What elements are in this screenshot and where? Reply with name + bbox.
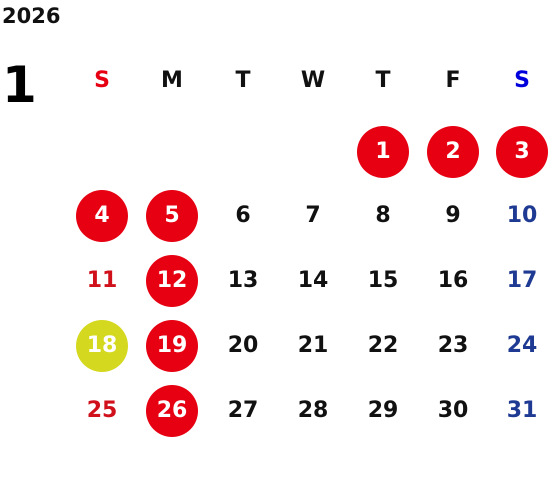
day-cell-10[interactable]: 10 — [506, 203, 538, 228]
day-cell-13[interactable]: 13 — [227, 268, 259, 293]
weekday-header-tuesday: T — [235, 68, 251, 93]
day-cell-1[interactable]: 1 — [357, 126, 409, 178]
weekday-header-saturday: S — [514, 68, 530, 93]
day-cell-7[interactable]: 7 — [305, 203, 321, 228]
weekday-header-thursday: T — [375, 68, 391, 93]
day-cell-19[interactable]: 19 — [146, 320, 198, 372]
weekday-header-friday: F — [445, 68, 461, 93]
day-cell-3[interactable]: 3 — [496, 126, 548, 178]
day-cell-2[interactable]: 2 — [427, 126, 479, 178]
day-cell-12[interactable]: 12 — [146, 255, 198, 307]
day-cell-29[interactable]: 29 — [367, 398, 399, 423]
calendar-year: 2026 — [2, 4, 61, 28]
day-cell-31[interactable]: 31 — [506, 398, 538, 423]
day-cell-23[interactable]: 23 — [437, 333, 469, 358]
day-cell-8[interactable]: 8 — [375, 203, 391, 228]
day-cell-26[interactable]: 26 — [146, 385, 198, 437]
day-cell-9[interactable]: 9 — [445, 203, 461, 228]
weekday-header-sunday: S — [94, 68, 110, 93]
day-cell-5[interactable]: 5 — [146, 190, 198, 242]
day-cell-18[interactable]: 18 — [76, 320, 128, 372]
day-cell-4[interactable]: 4 — [76, 190, 128, 242]
weekday-header-wednesday: W — [300, 68, 326, 93]
day-cell-27[interactable]: 27 — [227, 398, 259, 423]
day-cell-6[interactable]: 6 — [235, 203, 251, 228]
day-cell-28[interactable]: 28 — [297, 398, 329, 423]
day-cell-21[interactable]: 21 — [297, 333, 329, 358]
day-cell-30[interactable]: 30 — [437, 398, 469, 423]
day-cell-14[interactable]: 14 — [297, 268, 329, 293]
weekday-header-monday: M — [161, 68, 183, 93]
day-cell-11[interactable]: 11 — [86, 268, 118, 293]
day-cell-17[interactable]: 17 — [506, 268, 538, 293]
day-cell-16[interactable]: 16 — [437, 268, 469, 293]
day-cell-25[interactable]: 25 — [86, 398, 118, 423]
calendar-month: 1 — [2, 56, 37, 114]
day-cell-22[interactable]: 22 — [367, 333, 399, 358]
day-cell-20[interactable]: 20 — [227, 333, 259, 358]
day-cell-15[interactable]: 15 — [367, 268, 399, 293]
day-cell-24[interactable]: 24 — [506, 333, 538, 358]
